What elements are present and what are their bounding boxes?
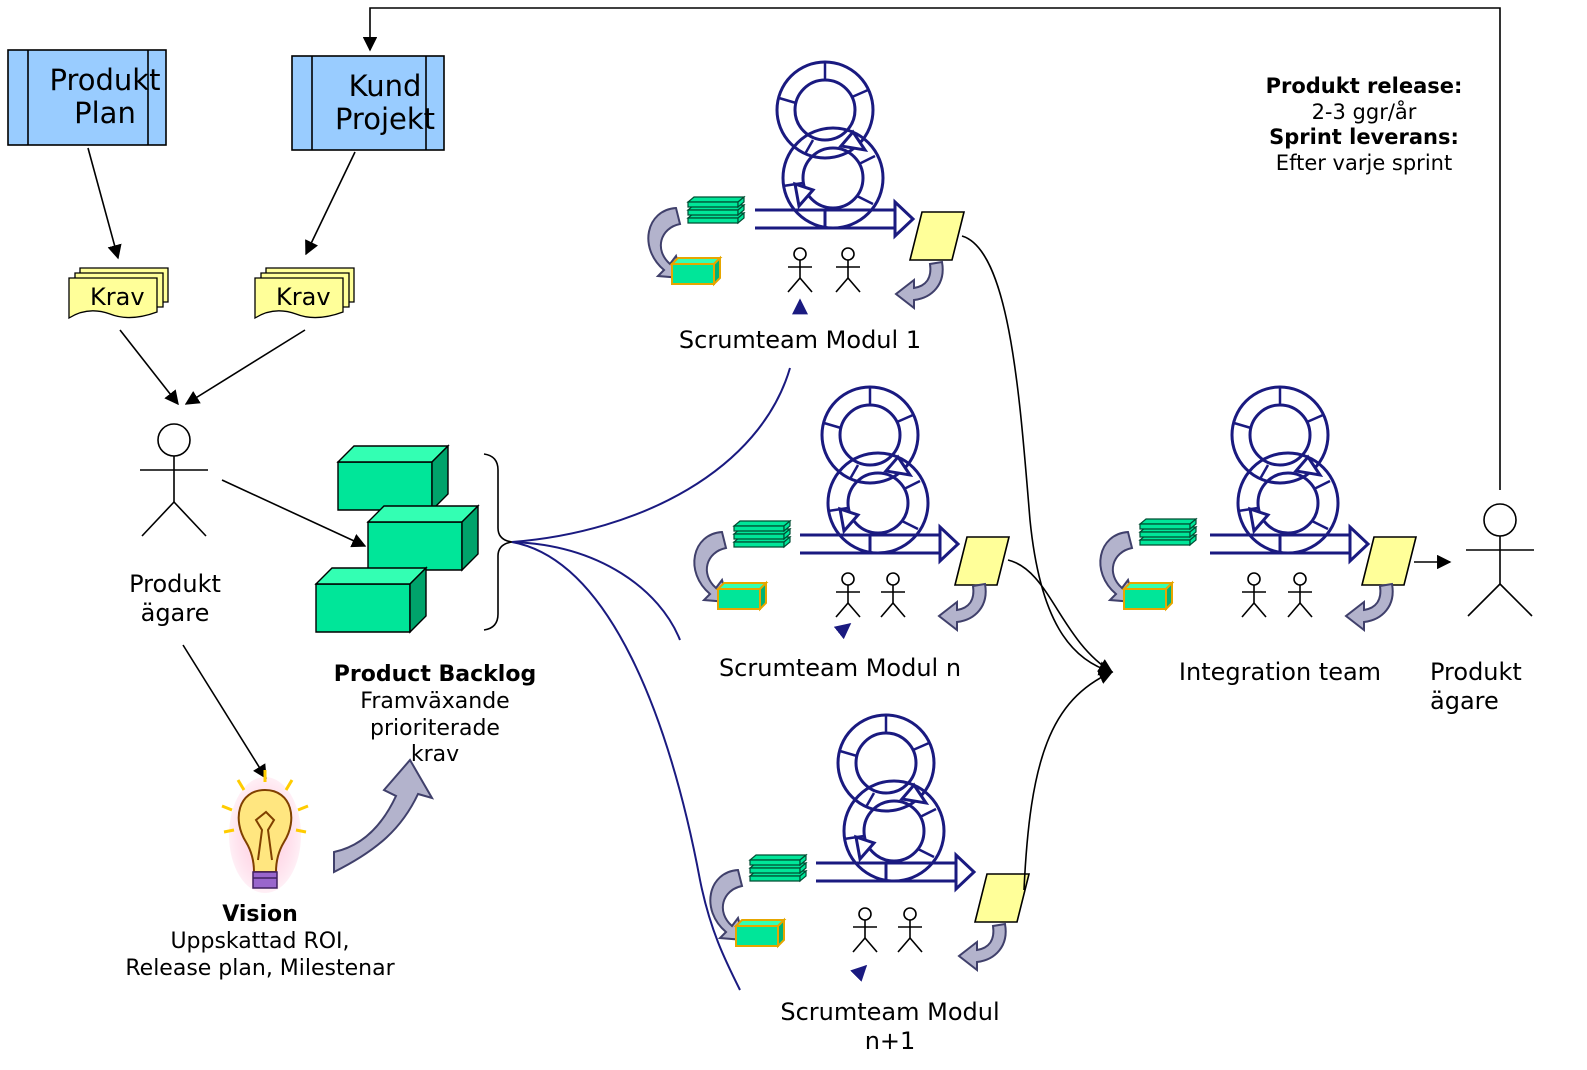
krav-label-right: Krav (276, 283, 331, 311)
release-info: Produkt release: 2-3 ggr/år Sprint lever… (1230, 74, 1498, 176)
krav-note-left (68, 267, 169, 320)
scrumteam-modul-n (693, 385, 1010, 640)
kund-projekt-line-2: Projekt (334, 102, 436, 137)
backlog-line-2: prioriterade (370, 715, 500, 741)
produkt-plan-document (7, 49, 167, 146)
product-owner-right-label: Produkt ägare (1430, 658, 1570, 717)
team-label-modul-n: Scrumteam Modul n (718, 654, 962, 682)
product-owner-right-figure (1466, 503, 1534, 617)
product-owner-right-line-2: ägare (1430, 687, 1499, 716)
vision-line-1: Uppskattad ROI, (170, 928, 350, 954)
scrumteam-modul-n1 (709, 713, 1030, 982)
arrow-owner-to-vision (182, 644, 267, 780)
team-label-integration: Integration team (1178, 658, 1382, 686)
vision-line-2: Release plan, Milestenar (125, 955, 395, 981)
produkt-plan-label: Produkt Plan (40, 63, 170, 131)
arrow-krav-to-owner-right (184, 329, 306, 405)
scrumteam-modul-1 (647, 60, 965, 315)
backlog-line-3: krav (410, 742, 460, 768)
backlog-title: Product Backlog (333, 662, 537, 687)
delivery-curves (961, 235, 1114, 891)
backlog-distribution-curves (511, 367, 791, 991)
release-feedback-line (362, 7, 1501, 490)
krav-label-left: Krav (90, 283, 145, 311)
sprint-title: Sprint leverans: (1269, 125, 1459, 150)
vision-lightbulb-icon (221, 770, 309, 893)
kund-projekt-line-1: Kund (348, 69, 422, 103)
backlog-line-1: Framväxande (360, 688, 510, 714)
product-owner-left-figure (140, 423, 208, 537)
vision-title: Vision (222, 902, 298, 927)
kund-projekt-document (291, 55, 445, 151)
produkt-plan-line-2: Plan (74, 96, 136, 131)
product-owner-left-line-2: ägare (140, 599, 210, 628)
arrow-plan-to-krav (87, 147, 122, 260)
team-label-modul-1: Scrumteam Modul 1 (678, 326, 922, 354)
backlog-caption: Product Backlog Framväxande prioriterade… (310, 662, 560, 769)
product-owner-left-label: Produkt ägare (100, 570, 250, 629)
team-label-modul-n1: Scrumteam Modul n+1 (740, 998, 1040, 1057)
kund-projekt-label: Kund Projekt (318, 69, 452, 137)
produkt-plan-line-1: Produkt (49, 63, 161, 97)
backlog-boxes (314, 444, 480, 634)
vision-to-backlog-arrow (333, 758, 435, 874)
krav-note-right (254, 267, 355, 320)
sprint-value: Efter varje sprint (1275, 150, 1453, 175)
product-owner-right-line-1: Produkt (1430, 658, 1522, 686)
team-label-modul-n1-line-2: n+1 (864, 1027, 916, 1056)
release-title: Produkt release: (1265, 74, 1463, 98)
arrow-owner-to-backlog (221, 479, 367, 548)
release-value: 2-3 ggr/år (1311, 99, 1417, 124)
arrow-projekt-to-krav (305, 151, 356, 256)
product-owner-left-line-1: Produkt (129, 570, 221, 598)
team-label-modul-n1-line-1: Scrumteam Modul (780, 998, 1000, 1026)
arrow-krav-to-owner-left (119, 329, 179, 406)
backlog-brace (483, 453, 513, 631)
integration-team (1099, 385, 1417, 631)
vision-caption: Vision Uppskattad ROI, Release plan, Mil… (100, 902, 420, 982)
